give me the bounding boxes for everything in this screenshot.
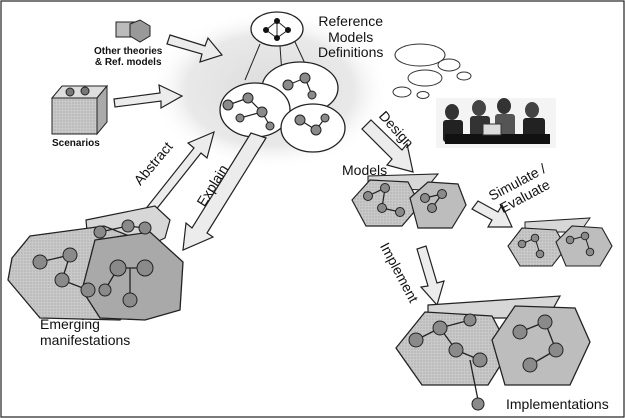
reference-models-label: Reference Models Definitions xyxy=(318,13,384,61)
reference-model-nodes xyxy=(222,72,330,136)
scenarios-label: Scenarios xyxy=(52,138,100,149)
models-label: Models xyxy=(342,162,388,178)
arrow-scenarios xyxy=(113,83,184,110)
models-art xyxy=(351,173,467,229)
arrows xyxy=(113,34,513,307)
emerging-manifestations-art xyxy=(7,205,184,321)
arrow-explain xyxy=(182,132,267,251)
arrow-design xyxy=(361,119,414,173)
emerging-line1: Emerging xyxy=(40,316,100,332)
other-theories-line2: & Ref. models xyxy=(94,57,162,69)
reference-label-line3: Definitions xyxy=(318,44,384,61)
simulation-art xyxy=(507,217,613,267)
other-theories-line1: Other theories xyxy=(94,46,163,57)
emerging-line2: manifestations xyxy=(40,331,131,348)
arrow-theories xyxy=(166,34,224,63)
people-photo xyxy=(436,98,556,148)
implementations-art xyxy=(395,295,591,411)
other-theories-icon xyxy=(115,19,151,43)
implementations-label: Implementations xyxy=(506,396,609,412)
scenarios-icon xyxy=(50,84,109,136)
arrow-implement xyxy=(416,245,445,307)
thought-bubbles xyxy=(392,43,472,99)
reference-models-icon xyxy=(250,11,304,47)
reference-label-line2: Models xyxy=(328,28,374,45)
emerging-manifestations-label: Emerging manifestations xyxy=(40,316,131,348)
other-theories-label: Other theories & Ref. models xyxy=(94,46,162,68)
arrow-simulate xyxy=(471,200,513,228)
reference-label-line1: Reference xyxy=(318,13,383,29)
